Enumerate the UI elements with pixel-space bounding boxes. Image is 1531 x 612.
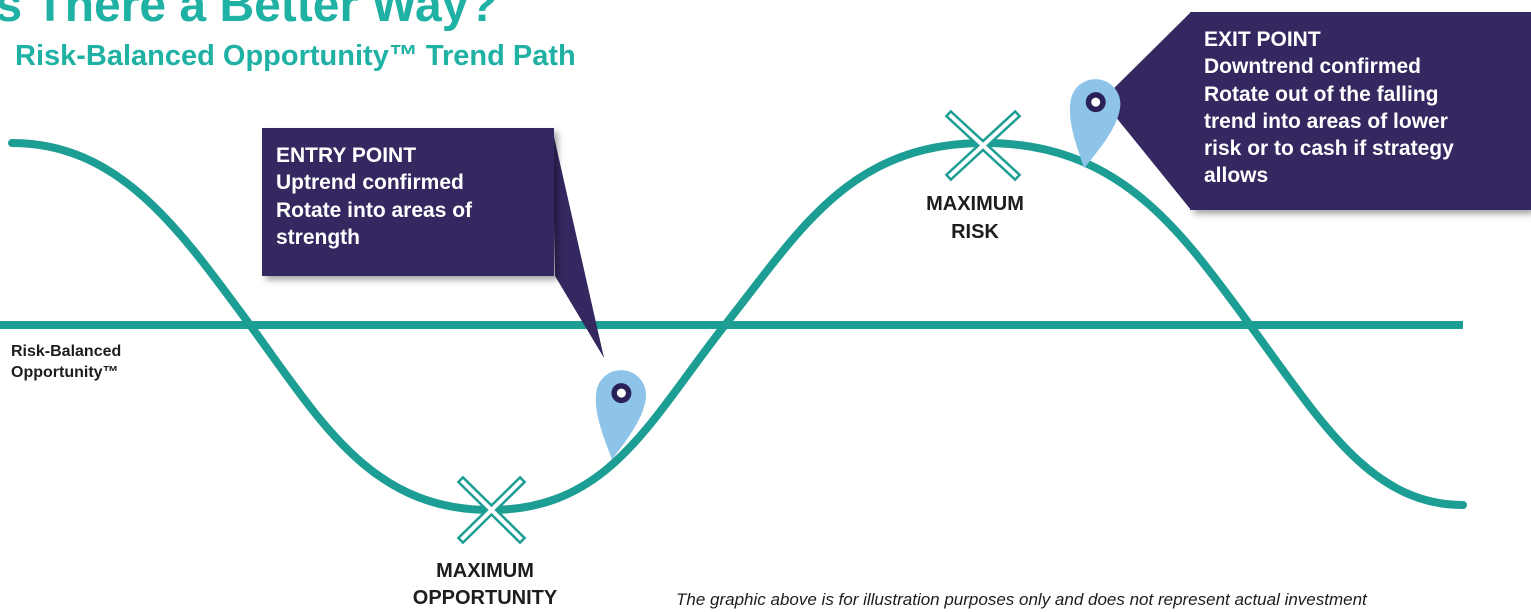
map-pin-icon (1069, 79, 1121, 169)
page-title: Is There a Better Way? (0, 0, 498, 32)
entry-callout-line: strength (276, 225, 360, 249)
map-pin-icon (595, 370, 647, 460)
exit-callout-line: EXIT POINT (1204, 28, 1321, 51)
baseline-label-line: Opportunity™ (11, 363, 119, 381)
exit-callout-line: trend into areas of lower (1204, 109, 1448, 133)
trend-path (8, 138, 1467, 515)
baseline-label-line: Risk-Balanced (11, 343, 122, 360)
risk-balanced-opportunity-label: Risk-Balanced Opportunity™ (11, 342, 121, 384)
entry-callout-line: Uptrend confirmed (276, 171, 464, 195)
exit-point-callout: EXIT POINT Downtrend confirmed Rotate ou… (1190, 12, 1531, 210)
maximum-opportunity-label: MAXIMUM OPPORTUNITY (410, 558, 560, 612)
maximum-risk-label: MAXIMUM RISK (895, 190, 1055, 246)
entry-point-callout: ENTRY POINT Uptrend confirmed Rotate int… (262, 128, 554, 276)
exit-callout-line: allows (1204, 164, 1269, 188)
entry-callout-pointer (552, 128, 604, 358)
exit-callout-line: Downtrend confirmed (1204, 55, 1422, 79)
maximum-risk-line: RISK (951, 221, 999, 243)
page-subtitle: Risk-Balanced Opportunity™ Trend Path (15, 40, 576, 72)
maximum-opportunity-line: MAXIMUM (436, 560, 534, 582)
exit-callout-line: Rotate out of the falling (1204, 82, 1439, 106)
exit-callout-pointer (1102, 12, 1191, 210)
entry-callout-line: Rotate into areas of (276, 198, 473, 222)
maximum-opportunity-line: OPPORTUNITY (412, 587, 558, 609)
exit-callout-line: risk or to cash if strategy (1204, 137, 1454, 161)
entry-callout-line: ENTRY POINT (276, 144, 417, 167)
disclaimer-text: The graphic above is for illustration pu… (676, 590, 1367, 609)
maximum-risk-line: MAXIMUM (926, 193, 1024, 215)
